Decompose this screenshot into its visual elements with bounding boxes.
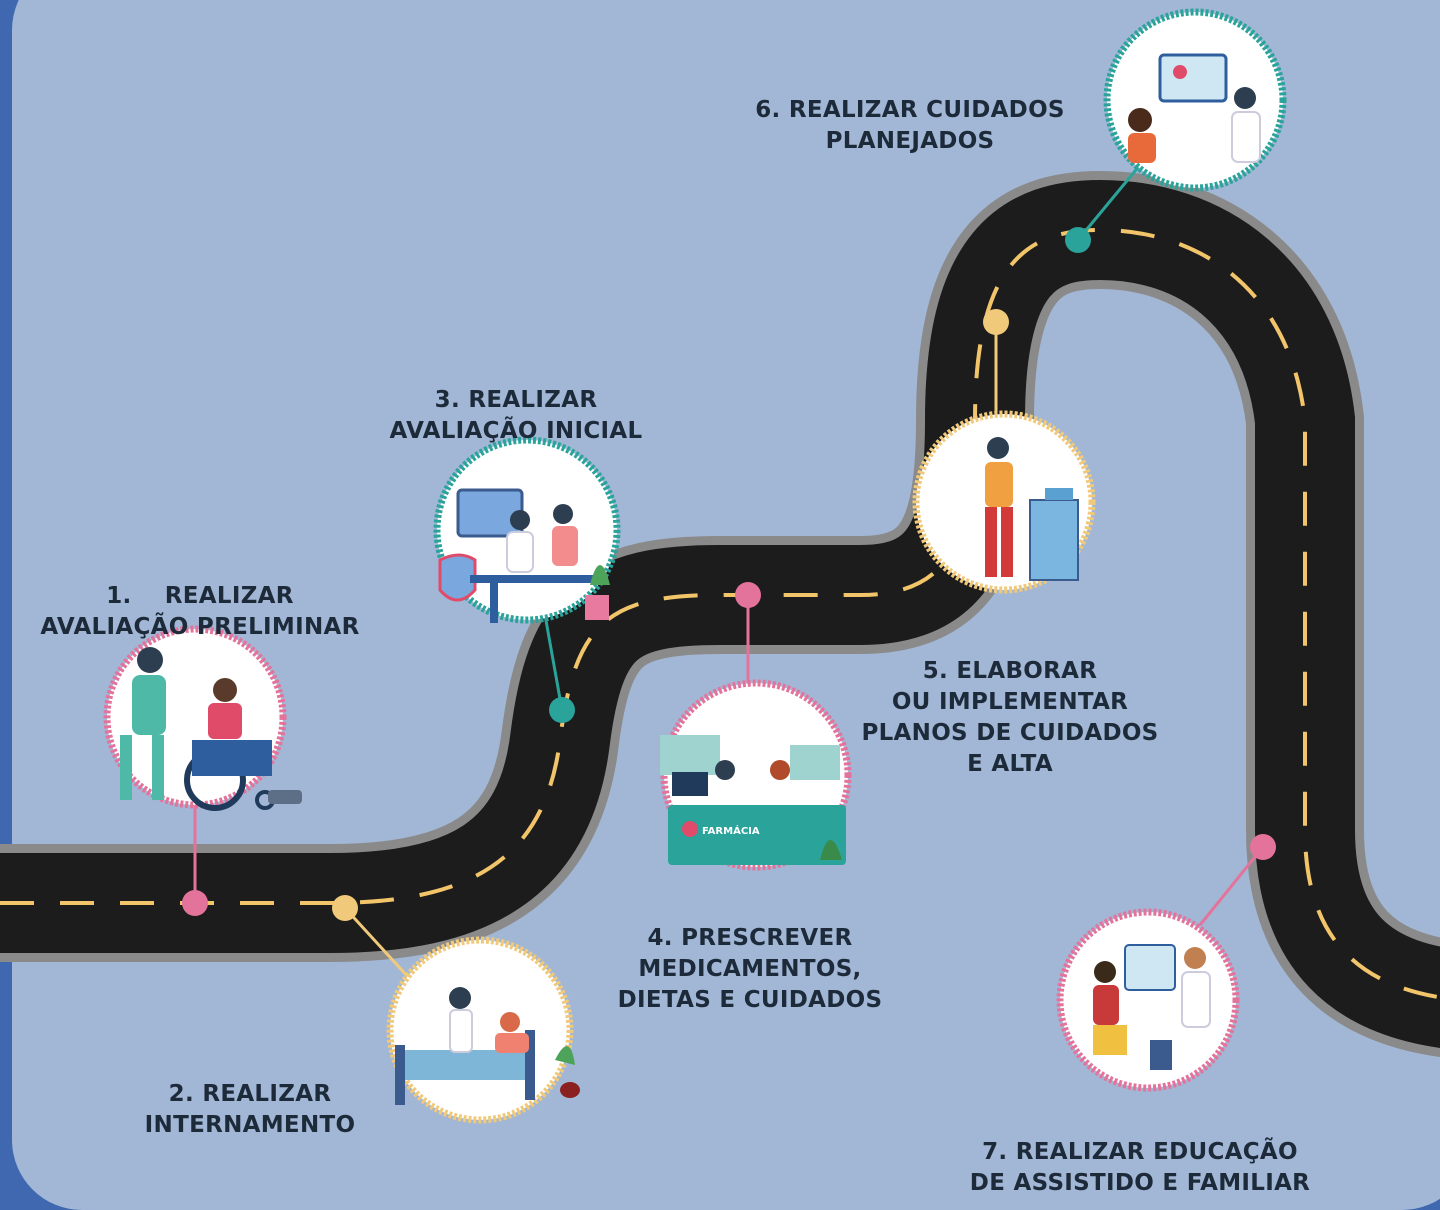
telemedicine-icon <box>1103 8 1287 192</box>
marker-step-7 <box>1250 834 1276 860</box>
patient-education-icon <box>1056 908 1240 1092</box>
marker-step-3 <box>549 697 575 723</box>
pharmacy-sign-text: FARMÁCIA <box>702 824 760 837</box>
step-3-label: 3. REALIZAR AVALIAÇÃO INICIAL <box>366 354 666 447</box>
step-1-label: 1. REALIZAR AVALIAÇÃO PRELIMINAR <box>20 550 380 643</box>
step-1-number: 1. <box>106 583 132 609</box>
marker-step-5 <box>983 309 1009 335</box>
step-5-number: 5. <box>922 658 949 684</box>
connector-step-3 <box>543 614 564 711</box>
step-4-title: PRESCREVER MEDICAMENTOS, DIETAS E CUIDAD… <box>617 925 883 1013</box>
step-7-label: 7. REALIZAR EDUCAÇÃO DE ASSISTIDO E FAMI… <box>950 1106 1330 1199</box>
nurse-records-icon <box>912 410 1096 594</box>
step-1-title: REALIZAR AVALIAÇÃO PRELIMINAR <box>40 583 360 640</box>
road-diagram: FARMÁCIA <box>0 8 1440 1124</box>
connector-step-7 <box>1198 846 1265 926</box>
hospital-bed-icon <box>386 936 580 1124</box>
step-3-title: REALIZAR AVALIAÇÃO INICIAL <box>389 387 643 444</box>
wheelchair-patient-icon <box>103 625 302 811</box>
step-6-number: 6. <box>755 97 781 123</box>
step-4-number: 4. <box>647 925 673 951</box>
step-7-title: REALIZAR EDUCAÇÃO DE ASSISTIDO E FAMILIA… <box>969 1139 1311 1196</box>
step-6-label: 6. REALIZAR CUIDADOS PLANEJADOS <box>730 64 1090 157</box>
marker-step-6 <box>1065 227 1091 253</box>
pharmacy-counter-icon: FARMÁCIA <box>660 679 852 871</box>
marker-step-4 <box>735 582 761 608</box>
step-2-title: REALIZAR INTERNAMENTO <box>144 1081 356 1138</box>
doctor-consultation-icon <box>433 436 621 624</box>
step-4-label: 4. PRESCREVER MEDICAMENTOS, DIETAS E CUI… <box>590 892 910 1016</box>
marker-step-2 <box>332 895 358 921</box>
connector-step-6 <box>1076 164 1142 241</box>
step-6-title: REALIZAR CUIDADOS PLANEJADOS <box>788 97 1065 154</box>
step-7-number: 7. <box>982 1139 1008 1165</box>
step-5-label: 5. ELABORAR OU IMPLEMENTAR PLANOS DE CUI… <box>830 625 1190 780</box>
step-5-title: ELABORAR OU IMPLEMENTAR PLANOS DE CUIDAD… <box>861 658 1159 777</box>
step-2-label: 2. REALIZAR INTERNAMENTO <box>120 1048 380 1141</box>
connector-step-2 <box>343 906 422 992</box>
step-3-number: 3. <box>434 387 460 413</box>
marker-step-1 <box>182 890 208 916</box>
step-2-number: 2. <box>168 1081 194 1107</box>
